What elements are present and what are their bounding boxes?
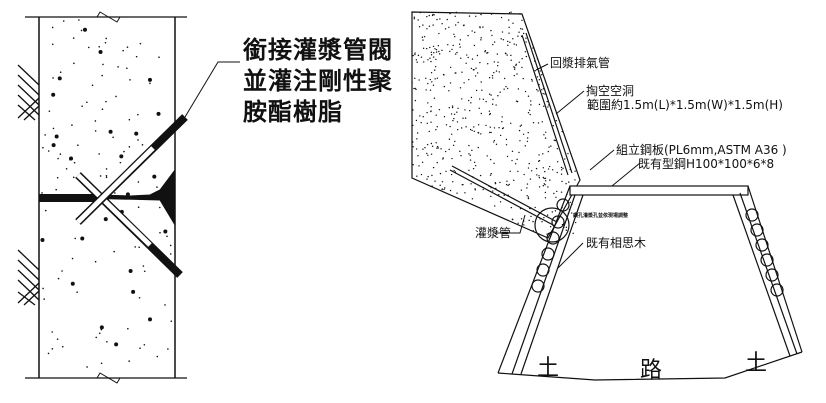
soil-hatch-upper — [17, 64, 40, 121]
h-beam-label: 既有型鋼H100*100*6*8 — [638, 157, 775, 171]
grout-pipe-label: 灌漿管 — [475, 226, 512, 240]
leader-line — [184, 61, 240, 118]
ground-line — [497, 351, 803, 381]
vent-pipe-label: 回漿排氣管 — [550, 56, 611, 70]
pipe-valve-label: 銜接灌漿管閥 並灌注剛性聚 胺酯樹脂 — [243, 35, 393, 128]
label-line-3: 胺酯樹脂 — [243, 98, 343, 126]
small-note-label: 鑽孔灌漿孔並依現場調整 — [573, 213, 629, 219]
label-line-1: 銜接灌漿管閥 — [243, 36, 393, 64]
soil-right-label: 土 — [745, 351, 768, 376]
timber-log — [541, 247, 555, 261]
timber-log — [536, 263, 550, 277]
detail-circle — [534, 207, 570, 243]
timber-log — [760, 253, 774, 267]
existing-timber-logs — [531, 198, 784, 297]
timber-log — [745, 208, 759, 222]
h-beam-top — [569, 185, 749, 196]
void-region — [411, 11, 581, 239]
timber-log — [755, 238, 769, 252]
soil-left-label: 土 — [537, 356, 560, 381]
label-line-2: 並灌注剛性聚 — [243, 67, 393, 95]
timber-log — [546, 231, 560, 245]
void-extent-label: 範圍約1.5m(L)*1.5m(W)*1.5m(H) — [587, 98, 783, 112]
vent-pipe — [521, 34, 569, 176]
steel-plate-label: 組立鋼板(PL6mm,ASTM A36 ) — [616, 143, 787, 157]
soil-hatch-lower — [17, 249, 40, 306]
timber-log — [551, 215, 565, 229]
grout-injection-pipes — [75, 114, 188, 278]
void-stipple — [411, 11, 577, 235]
concrete-wall-section — [17, 11, 240, 384]
timber-log — [765, 268, 779, 282]
timber-log — [750, 223, 764, 237]
existing-timber-label: 既有相思木 — [586, 236, 647, 250]
road-label: 路 — [640, 358, 663, 383]
void-title-label: 掏空空洞 — [586, 84, 635, 98]
timber-log — [770, 283, 784, 297]
timber-log — [531, 279, 545, 293]
timber-log — [556, 198, 570, 212]
